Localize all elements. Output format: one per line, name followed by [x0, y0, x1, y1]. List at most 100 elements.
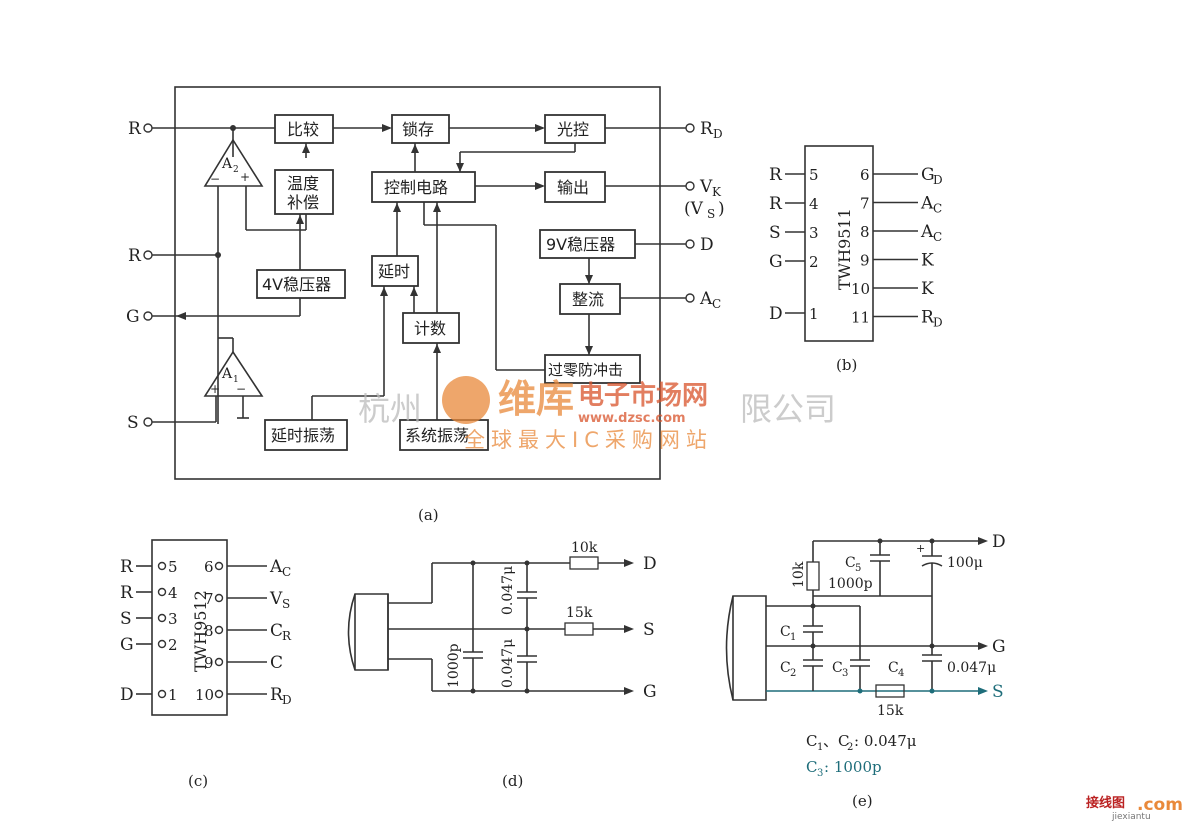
pin-rd: [685, 123, 695, 133]
svg-text:(V: (V: [684, 199, 704, 219]
svg-text:系统振荡: 系统振荡: [405, 426, 469, 445]
svg-text:K: K: [712, 185, 722, 199]
svg-text:+: +: [916, 542, 925, 555]
svg-text:5: 5: [855, 563, 861, 574]
svg-text:9: 9: [860, 252, 870, 270]
svg-text:6: 6: [204, 558, 214, 576]
svg-text:光控: 光控: [557, 120, 589, 139]
svg-text:S: S: [127, 413, 139, 433]
svg-text:A: A: [221, 156, 233, 172]
svg-text:C: C: [780, 660, 791, 676]
svg-text:D: D: [282, 693, 292, 707]
svg-text:3: 3: [817, 768, 823, 779]
svg-text:1000p: 1000p: [828, 576, 873, 592]
svg-text:2: 2: [168, 636, 178, 654]
svg-text:D: D: [933, 316, 943, 330]
svg-text:2: 2: [847, 742, 853, 753]
svg-text:R: R: [282, 629, 292, 643]
svg-text:G: G: [643, 682, 657, 702]
svg-text:D: D: [120, 685, 134, 705]
block-zero-cross: [544, 354, 641, 384]
svg-text:: 0.047μ: : 0.047μ: [854, 732, 917, 750]
svg-text:C: C: [806, 732, 817, 750]
svg-text:1: 1: [790, 632, 796, 643]
resistor-e-10k: [806, 561, 820, 591]
svg-text:G: G: [120, 635, 134, 655]
svg-text:K: K: [921, 251, 934, 271]
caption-e: (e): [852, 792, 873, 810]
svg-text:C: C: [270, 621, 283, 641]
svg-text:9: 9: [204, 654, 214, 672]
svg-text:9V稳压器: 9V稳压器: [546, 235, 615, 254]
corner-watermark: 接线图 .com jiexiantu: [1086, 795, 1183, 821]
svg-text:D: D: [769, 304, 783, 324]
svg-text:6: 6: [860, 166, 870, 184]
block-latch: [391, 114, 450, 144]
circuit-e: D 10k C 5 1000p + 100μ C 1 C 2: [725, 532, 1006, 810]
svg-text:C: C: [888, 660, 899, 676]
svg-text:S: S: [120, 609, 132, 629]
svg-text:3: 3: [168, 610, 178, 628]
svg-text:输出: 输出: [557, 178, 589, 197]
svg-text:10k: 10k: [791, 561, 807, 588]
pin-d: [685, 239, 695, 249]
chip-pin: 10 K: [851, 279, 934, 299]
svg-text:+: +: [240, 170, 250, 184]
svg-text:G: G: [921, 165, 935, 185]
svg-text:维库: 维库: [498, 377, 574, 421]
svg-text:10: 10: [851, 280, 870, 298]
svg-text:C: C: [270, 653, 283, 673]
caption-d: (d): [502, 772, 523, 790]
svg-text:2: 2: [233, 165, 239, 175]
svg-text:1: 1: [817, 742, 823, 753]
svg-text:A: A: [221, 366, 233, 382]
svg-text:C: C: [845, 555, 856, 571]
svg-text:+: +: [210, 382, 220, 396]
svg-text:R: R: [120, 557, 134, 577]
svg-text:K: K: [921, 279, 934, 299]
svg-text:C: C: [780, 624, 791, 640]
resistor-10k: [569, 556, 599, 570]
svg-text:延时振荡: 延时振荡: [271, 426, 335, 445]
svg-text:C: C: [832, 660, 843, 676]
svg-text:8: 8: [860, 223, 870, 241]
svg-text:jiexiantu: jiexiantu: [1111, 812, 1151, 821]
svg-text:8: 8: [204, 622, 214, 640]
svg-text:R: R: [128, 246, 142, 266]
svg-text:4: 4: [168, 584, 178, 602]
svg-text:1: 1: [168, 686, 178, 704]
pin-vk: [685, 181, 695, 191]
svg-text:全球最大IC采购网站: 全球最大IC采购网站: [464, 428, 713, 452]
svg-text:0.047μ: 0.047μ: [500, 566, 516, 615]
svg-text:S: S: [282, 597, 290, 611]
resistor-15k: [564, 622, 594, 636]
svg-text:0.047μ: 0.047μ: [500, 639, 516, 688]
chip-b-body: [804, 145, 874, 342]
svg-text:S: S: [769, 223, 781, 243]
svg-text:、C: 、C: [823, 732, 849, 750]
chip-c-body: [151, 539, 228, 716]
pin-ac: [685, 293, 695, 303]
pin-s: [143, 417, 153, 427]
watermark-logo-icon: [442, 376, 490, 424]
svg-text:计数: 计数: [414, 319, 446, 338]
svg-text:0.047μ: 0.047μ: [947, 660, 996, 676]
svg-text:100μ: 100μ: [947, 555, 983, 571]
block-output: [544, 171, 606, 203]
pin-g: [143, 311, 153, 321]
svg-text:1: 1: [233, 375, 239, 385]
svg-text:3: 3: [809, 224, 819, 242]
svg-text:4V稳压器: 4V稳压器: [262, 275, 331, 294]
svg-text:5: 5: [168, 558, 178, 576]
